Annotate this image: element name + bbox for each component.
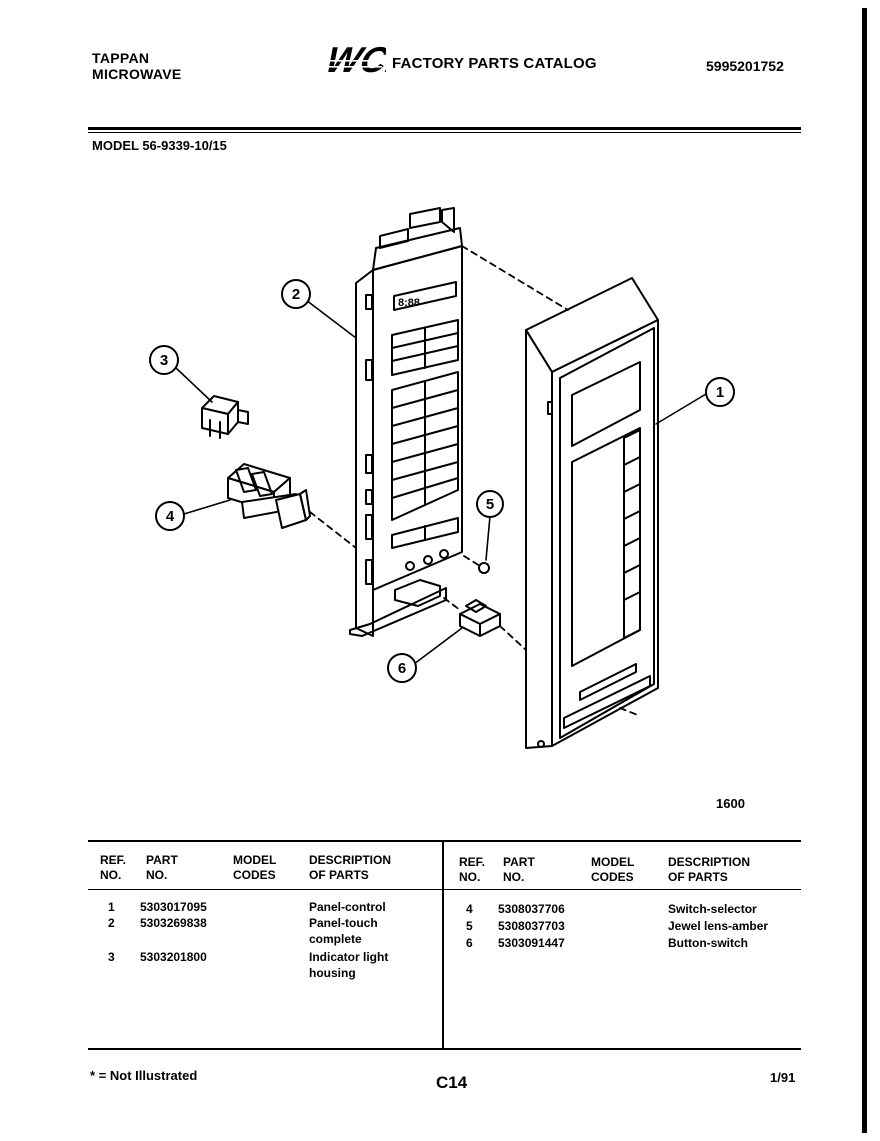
svg-text:4: 4 xyxy=(166,508,175,525)
svg-text:6: 6 xyxy=(398,660,406,677)
svg-text:8:88: 8:88 xyxy=(398,297,420,309)
indicator-light-housing xyxy=(201,395,249,439)
callout-4: 4 xyxy=(155,501,185,531)
callout-2: 2 xyxy=(281,279,311,309)
row-4-desc: Switch-selector xyxy=(668,902,757,916)
row-5-part: 5308037703 xyxy=(498,919,565,933)
header-rule-thin xyxy=(88,132,801,133)
header-model-codes: MODEL CODES xyxy=(233,853,277,882)
row-3-ref: 3 xyxy=(108,950,115,964)
table-top-rule xyxy=(88,840,801,842)
table-column-divider xyxy=(442,842,444,1048)
row-6-desc: Button-switch xyxy=(668,936,748,950)
row-1-ref: 1 xyxy=(108,900,115,914)
catalog-number: 5995201752 xyxy=(706,58,784,74)
svg-text:2: 2 xyxy=(292,286,300,303)
row-3-part: 5303201800 xyxy=(140,950,207,964)
header-description: DESCRIPTION OF PARTS xyxy=(309,853,392,882)
table-header-rule xyxy=(88,889,801,890)
callout-leaders xyxy=(175,299,707,665)
row-5-ref: 5 xyxy=(466,919,473,933)
page-number: C14 xyxy=(436,1073,468,1092)
brand-line-1: TAPPAN xyxy=(92,50,150,66)
control-panel-frame xyxy=(525,277,659,749)
not-illustrated-note: * = Not Illustrated xyxy=(90,1068,198,1083)
row-3-desc: Indicator light housing xyxy=(309,950,389,980)
row-4-part: 5308037706 xyxy=(498,902,565,916)
svg-text:3: 3 xyxy=(160,352,168,369)
row-6-ref: 6 xyxy=(466,936,473,950)
brand-name: TAPPAN MICROWAVE xyxy=(92,50,182,82)
header-ref-no: REF. NO. xyxy=(100,853,127,882)
touch-panel-assembly: 8:88 xyxy=(349,207,463,637)
row-4-ref: 4 xyxy=(466,902,473,916)
header-ref-no-right: REF. NO. xyxy=(459,855,486,884)
svg-text:5: 5 xyxy=(486,496,494,513)
svg-text:1: 1 xyxy=(716,384,724,401)
callout-3: 3 xyxy=(149,345,179,375)
table-bottom-rule xyxy=(88,1048,801,1050)
page-border xyxy=(862,8,867,1133)
row-2-ref: 2 xyxy=(108,916,115,930)
row-6-part: 5303091447 xyxy=(498,936,565,950)
alignment-lines xyxy=(309,245,641,717)
callout-5: 5 xyxy=(476,490,504,518)
callout-1: 1 xyxy=(705,377,735,407)
header-model-codes-right: MODEL CODES xyxy=(591,855,635,884)
header-part-no-right: PART NO. xyxy=(503,855,535,884)
button-switch xyxy=(459,599,501,637)
header-part-no: PART NO. xyxy=(146,853,178,882)
row-5-desc: Jewel lens-amber xyxy=(668,919,769,933)
revision-date: 1/91 xyxy=(770,1070,796,1085)
row-1-part: 5303017095 xyxy=(140,900,207,914)
figure-number: 1600 xyxy=(716,796,745,811)
switch-selector xyxy=(227,463,311,529)
catalog-title: FACTORY PARTS CATALOG xyxy=(392,55,597,72)
row-2-desc: Panel-touch complete xyxy=(309,916,378,946)
header-description-right: DESCRIPTION OF PARTS xyxy=(668,855,751,884)
row-1-desc: Panel-control xyxy=(309,900,386,914)
wci-logo-icon: WCI xyxy=(322,40,386,78)
callout-6: 6 xyxy=(387,653,417,683)
row-2-part: 5303269838 xyxy=(140,916,207,930)
header-rule xyxy=(88,127,801,130)
jewel-lens xyxy=(478,562,490,574)
brand-line-2: MICROWAVE xyxy=(92,66,182,82)
model-label: MODEL 56-9339-10/15 xyxy=(92,138,227,153)
exploded-parts-diagram: 8:88 xyxy=(149,207,735,749)
logo-text: WCI xyxy=(322,40,386,78)
